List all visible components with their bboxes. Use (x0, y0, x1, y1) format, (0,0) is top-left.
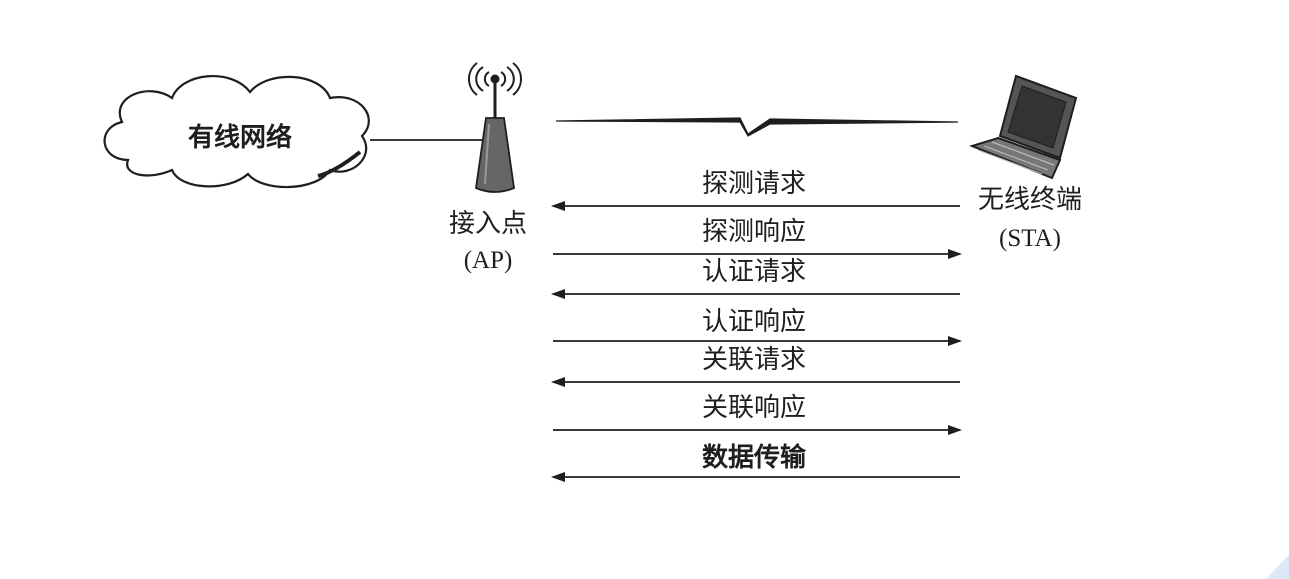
message-5: 关联请求 (551, 345, 960, 387)
wired-network-cloud: 有线网络 (103, 74, 370, 189)
message-4: 认证响应 (553, 307, 962, 346)
message-1: 探测请求 (551, 169, 960, 211)
access-point-label: 接入点 (449, 209, 527, 239)
message-2: 探测响应 (553, 217, 962, 259)
message-label: 探测请求 (702, 169, 806, 199)
access-point-device: 接入点 (AP) (449, 62, 527, 274)
message-7: 数据传输 (551, 442, 960, 482)
station-abbr: (STA) (999, 225, 1061, 252)
corner-accent (1266, 555, 1289, 579)
message-label: 数据传输 (702, 442, 807, 473)
station-label: 无线终端 (978, 185, 1082, 215)
wireless-link-icon (555, 117, 959, 137)
cloud-shadow (317, 150, 362, 178)
access-point-abbr: (AP) (464, 247, 513, 274)
cloud-icon (103, 74, 370, 189)
message-label: 认证响应 (702, 307, 806, 337)
message-label: 关联响应 (702, 393, 806, 423)
access-point-body-icon (475, 117, 515, 193)
message-label: 探测响应 (702, 217, 806, 247)
message-label: 关联请求 (702, 345, 806, 375)
message-label: 认证请求 (702, 257, 806, 287)
station-device: 无线终端 (STA) (968, 74, 1082, 252)
message-6: 关联响应 (553, 393, 962, 435)
access-point-highlight (484, 123, 490, 185)
cloud-label: 有线网络 (188, 122, 292, 153)
message-3: 认证请求 (551, 257, 960, 299)
